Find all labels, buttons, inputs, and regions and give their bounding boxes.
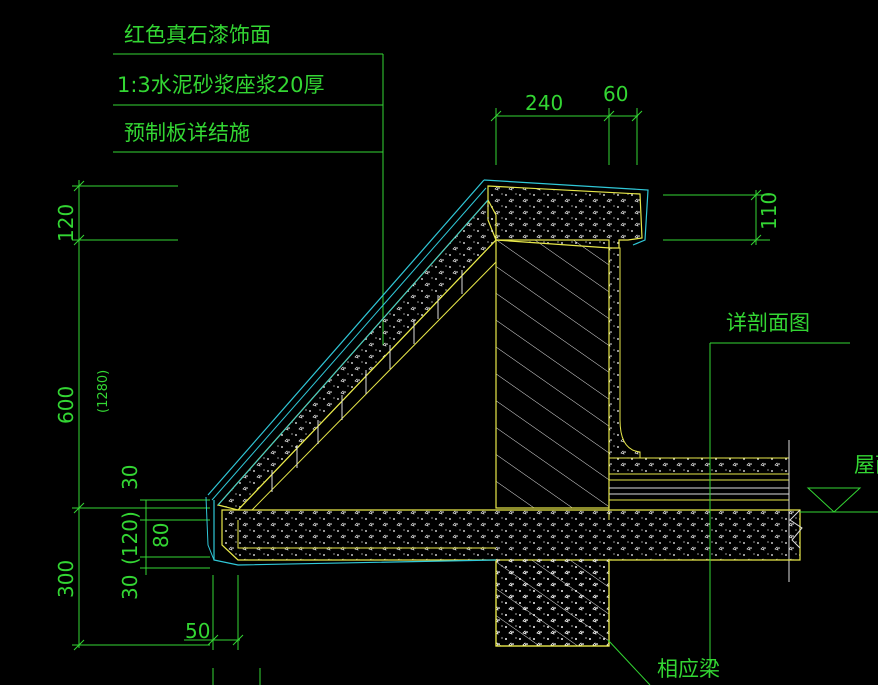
sloped-slab <box>207 179 497 511</box>
detail-label: 详剖面图 <box>726 311 810 335</box>
dim-left-120-paren: (120) <box>118 511 142 565</box>
dim-left-600: 600 <box>54 386 78 424</box>
slab-inner-line <box>237 520 496 549</box>
detail-leader <box>709 342 878 668</box>
dim-bottom-50: 50 <box>185 619 210 643</box>
top-dimension-lines <box>490 108 643 165</box>
slab-notch <box>789 509 803 549</box>
main-slab <box>221 509 801 647</box>
beam-label: 相应梁 <box>657 657 720 681</box>
dim-left-120: 120 <box>54 204 78 242</box>
dim-left-30-upper: 30 <box>118 465 142 490</box>
beam-leader <box>607 639 651 685</box>
callout-mortar: 1:3水泥砂浆座浆20厚 <box>117 73 325 97</box>
roof-slab-right <box>608 440 790 582</box>
callout-finish: 红色真石漆饰面 <box>124 23 271 47</box>
dim-left-80: 80 <box>149 523 173 548</box>
right-dimension-lines <box>663 189 770 246</box>
bottom-dimension-lines <box>184 575 261 685</box>
dim-top-60: 60 <box>603 82 628 106</box>
callout-texts: 红色真石漆饰面 1:3水泥砂浆座浆20厚 预制板详结施 <box>117 23 325 145</box>
coping-finish <box>483 179 649 246</box>
slope-left-tip <box>205 496 215 561</box>
parapet-wall <box>495 239 610 509</box>
roof-label: 屋面 <box>854 453 878 477</box>
wall-finish-right <box>608 247 641 459</box>
dim-top-240: 240 <box>525 91 563 115</box>
coping <box>487 185 643 249</box>
dim-left-300: 300 <box>54 560 78 598</box>
callout-leaders <box>113 53 384 345</box>
slab-bottom-finish <box>213 500 497 566</box>
left-dimension-lines <box>72 180 210 651</box>
callout-precast: 预制板详结施 <box>124 121 250 145</box>
dim-left-30-lower: 30 <box>118 575 142 600</box>
dim-right-110: 110 <box>757 192 781 230</box>
dim-left-1280: (1280) <box>96 370 111 413</box>
